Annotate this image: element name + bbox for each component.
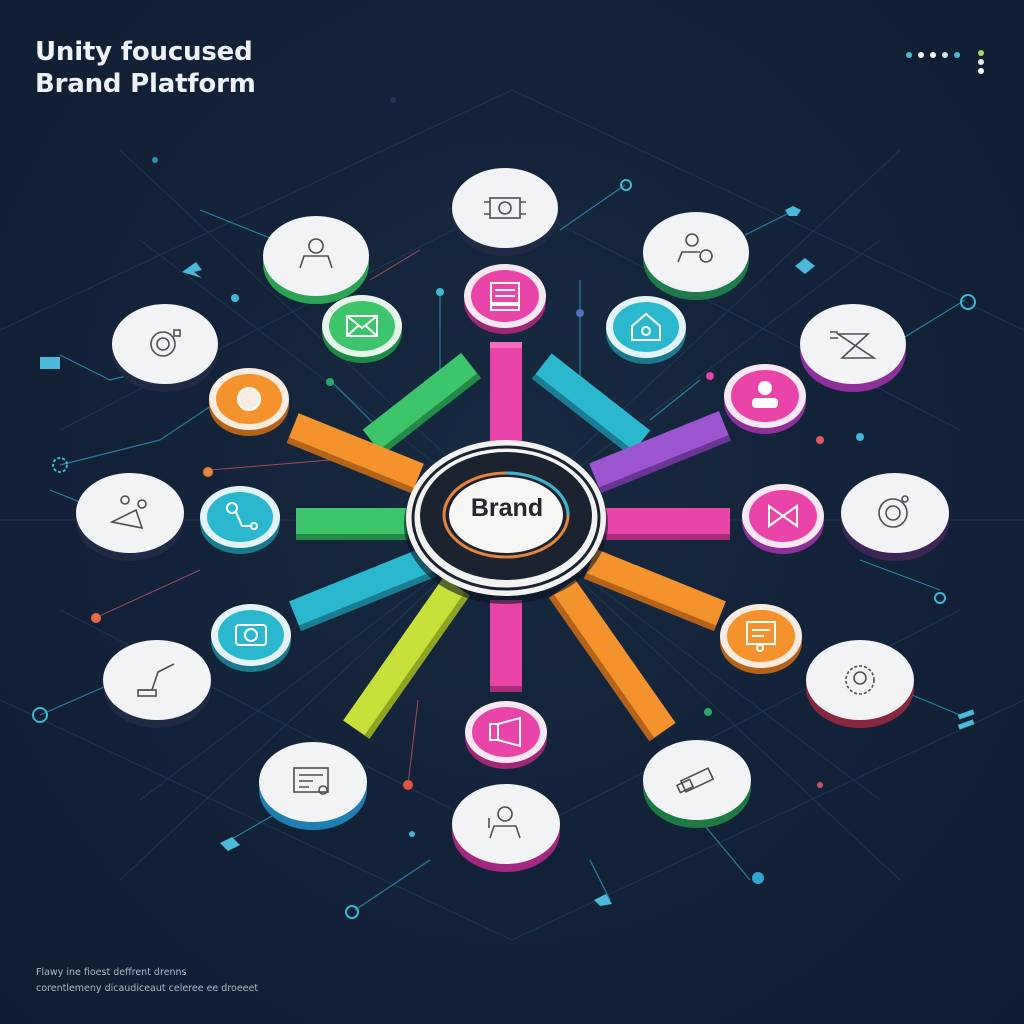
dot-4 [942, 52, 948, 58]
target-cycle-icon [150, 329, 181, 357]
spoke-top-right [531, 353, 651, 456]
chip-icon [484, 197, 526, 219]
megaphone-icon [489, 716, 521, 748]
footnote-line-1: Flawy ine fioest deffrent drenns [36, 967, 187, 978]
spoke-right [600, 508, 730, 540]
document-screen-icon [746, 621, 776, 652]
spoke-bottom [490, 600, 522, 692]
hub-label: Brand [470, 494, 544, 522]
inner-node-bowtie[interactable] [742, 484, 824, 554]
camera-icon [235, 624, 267, 646]
inner-node-route[interactable] [200, 486, 280, 554]
vdot-3 [978, 68, 984, 74]
inner-node-document[interactable] [720, 604, 802, 674]
spoke-left-lower [289, 547, 436, 632]
inner-node-camera[interactable] [211, 604, 291, 672]
inner-node-home[interactable] [606, 296, 686, 364]
spoke-top-left [362, 352, 481, 455]
envelope-icon [346, 315, 378, 337]
dot-3 [930, 52, 936, 58]
outer-node-orbit[interactable] [841, 473, 949, 561]
spoke-left-upper [286, 413, 424, 494]
outer-node-gear-face[interactable] [806, 640, 914, 728]
outer-node-chip[interactable] [452, 168, 558, 256]
team-icon [677, 233, 713, 263]
inner-node-user[interactable] [724, 364, 806, 434]
footnote: Flawy ine fioest deffrent drenns corentl… [36, 965, 258, 997]
inner-node-megaphone[interactable] [465, 701, 547, 769]
spoke-bottom-right [548, 579, 676, 742]
inner-node-badge[interactable] [209, 368, 289, 436]
trophy-icon [137, 663, 175, 697]
outer-node-trophy[interactable] [103, 640, 211, 728]
spoke-bottom-left [343, 577, 470, 739]
home-icon [631, 312, 661, 341]
certificate-icon [293, 767, 329, 795]
dot-5 [954, 52, 960, 58]
person-icon [299, 238, 333, 269]
page-title: Unity foucused Brand Platform [35, 36, 256, 100]
outer-node-target-cycle[interactable] [112, 304, 218, 392]
hourglass-icon [830, 331, 877, 359]
inner-node-envelope[interactable] [322, 295, 402, 363]
spoke-top [490, 342, 522, 452]
spoke-left [296, 508, 408, 540]
outer-node-hourglass[interactable] [800, 304, 906, 392]
spoke-right-lower [584, 548, 726, 632]
network-icon [109, 495, 147, 530]
outer-node-network[interactable] [76, 473, 184, 561]
vdot-2 [978, 59, 984, 65]
outer-node-certificate[interactable] [259, 742, 367, 830]
gear-face-icon [845, 665, 875, 695]
outer-node-speaker-person[interactable] [452, 784, 560, 872]
title-line-1: Unity foucused [35, 37, 253, 67]
user-icon [752, 381, 778, 408]
footnote-line-2: corentlemeny dicaudiceaut celeree ee dro… [36, 983, 259, 994]
outer-node-person[interactable] [263, 216, 369, 304]
dot-1 [906, 52, 912, 58]
kebab-menu-icon[interactable] [978, 50, 984, 74]
route-icon [226, 502, 258, 530]
presentation-screen-icon [490, 282, 520, 311]
speaker-person-icon [488, 806, 521, 839]
orbit-icon [878, 495, 909, 528]
title-line-2: Brand Platform [35, 69, 256, 99]
inner-node-presentation[interactable] [464, 264, 546, 334]
outer-node-ticket[interactable] [643, 740, 751, 828]
badge-icon [237, 387, 261, 411]
outer-node-team[interactable] [643, 212, 749, 300]
bowtie-icon [768, 504, 798, 528]
dot-2 [918, 52, 924, 58]
spoke-right-upper [589, 410, 731, 494]
pagination-dots[interactable] [906, 52, 960, 58]
ticket-icon [675, 767, 715, 794]
vdot-1 [978, 50, 984, 56]
